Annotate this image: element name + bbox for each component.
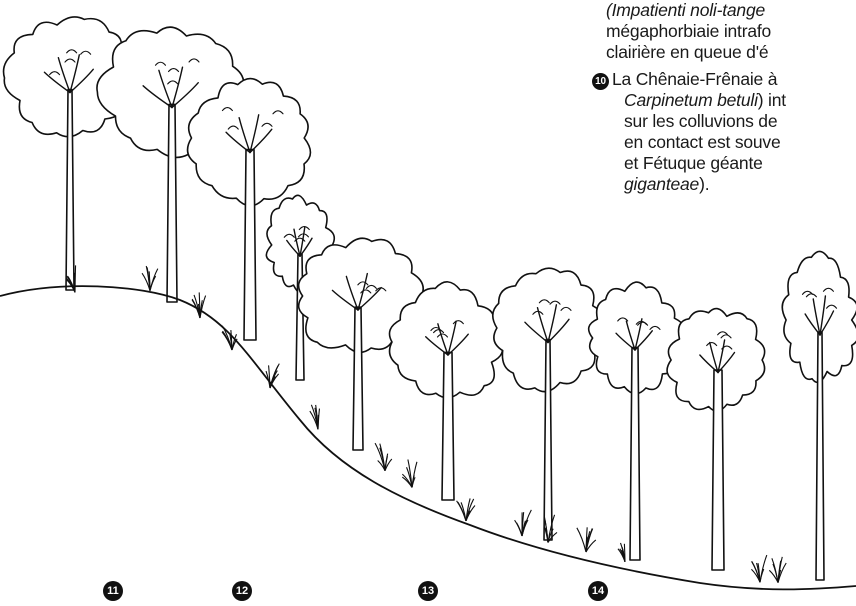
- tree: [493, 268, 607, 540]
- figure-caption: (Impatienti noli-tange mégaphorbiaie int…: [606, 0, 856, 195]
- zone-marker-11: 11: [103, 581, 123, 601]
- caption-item-10-line-3: sur les colluvions de: [606, 111, 856, 132]
- tree-trunk: [66, 90, 74, 290]
- caption-prev-line-1: (Impatienti noli-tange: [606, 0, 856, 21]
- zone-marker-12: 12: [232, 581, 252, 601]
- tree-trunk: [816, 332, 824, 580]
- tree: [589, 282, 687, 560]
- undergrowth-plant: [577, 527, 596, 552]
- item-number-badge: 10: [592, 73, 609, 90]
- undergrowth-plant: [402, 459, 417, 487]
- tree-trunk: [167, 104, 177, 302]
- zone-marker-14: 14: [588, 581, 608, 601]
- tree: [782, 251, 856, 580]
- undergrowth-plant: [751, 555, 766, 582]
- tree-trunk: [353, 307, 363, 450]
- undergrowth-plant: [457, 498, 475, 520]
- tree: [667, 309, 765, 570]
- undergrowth-plant: [769, 557, 786, 583]
- tree-trunk: [244, 150, 256, 340]
- undergrowth-plant: [375, 443, 392, 471]
- zone-marker-13: 13: [418, 581, 438, 601]
- undergrowth-plant: [222, 326, 237, 350]
- tree-trunk: [544, 340, 552, 540]
- caption-prev-line-3: clairière en queue d'é: [606, 42, 856, 63]
- tree-trunk: [630, 348, 640, 560]
- undergrowth-plant: [515, 510, 532, 536]
- caption-item-10-line-2: Carpinetum betuli) int: [606, 90, 856, 111]
- undergrowth-plant: [266, 364, 279, 388]
- undergrowth-plant: [618, 543, 625, 562]
- caption-item-10-line-5: et Fétuque géante: [606, 153, 856, 174]
- caption-prev-line-2: mégaphorbiaie intrafo: [606, 21, 856, 42]
- tree-trunk: [442, 352, 454, 500]
- caption-item-10-line-4: en contact est souve: [606, 132, 856, 153]
- caption-item-10-line-6: giganteae).: [606, 174, 856, 195]
- undergrowth-plant: [310, 405, 320, 429]
- tree-trunk: [296, 254, 304, 380]
- caption-item-10-line-1: 10La Chênaie-Frênaie à: [606, 69, 856, 90]
- tree-trunk: [712, 370, 724, 570]
- undergrowth-plant: [142, 266, 158, 291]
- undergrowth-plant: [192, 292, 206, 318]
